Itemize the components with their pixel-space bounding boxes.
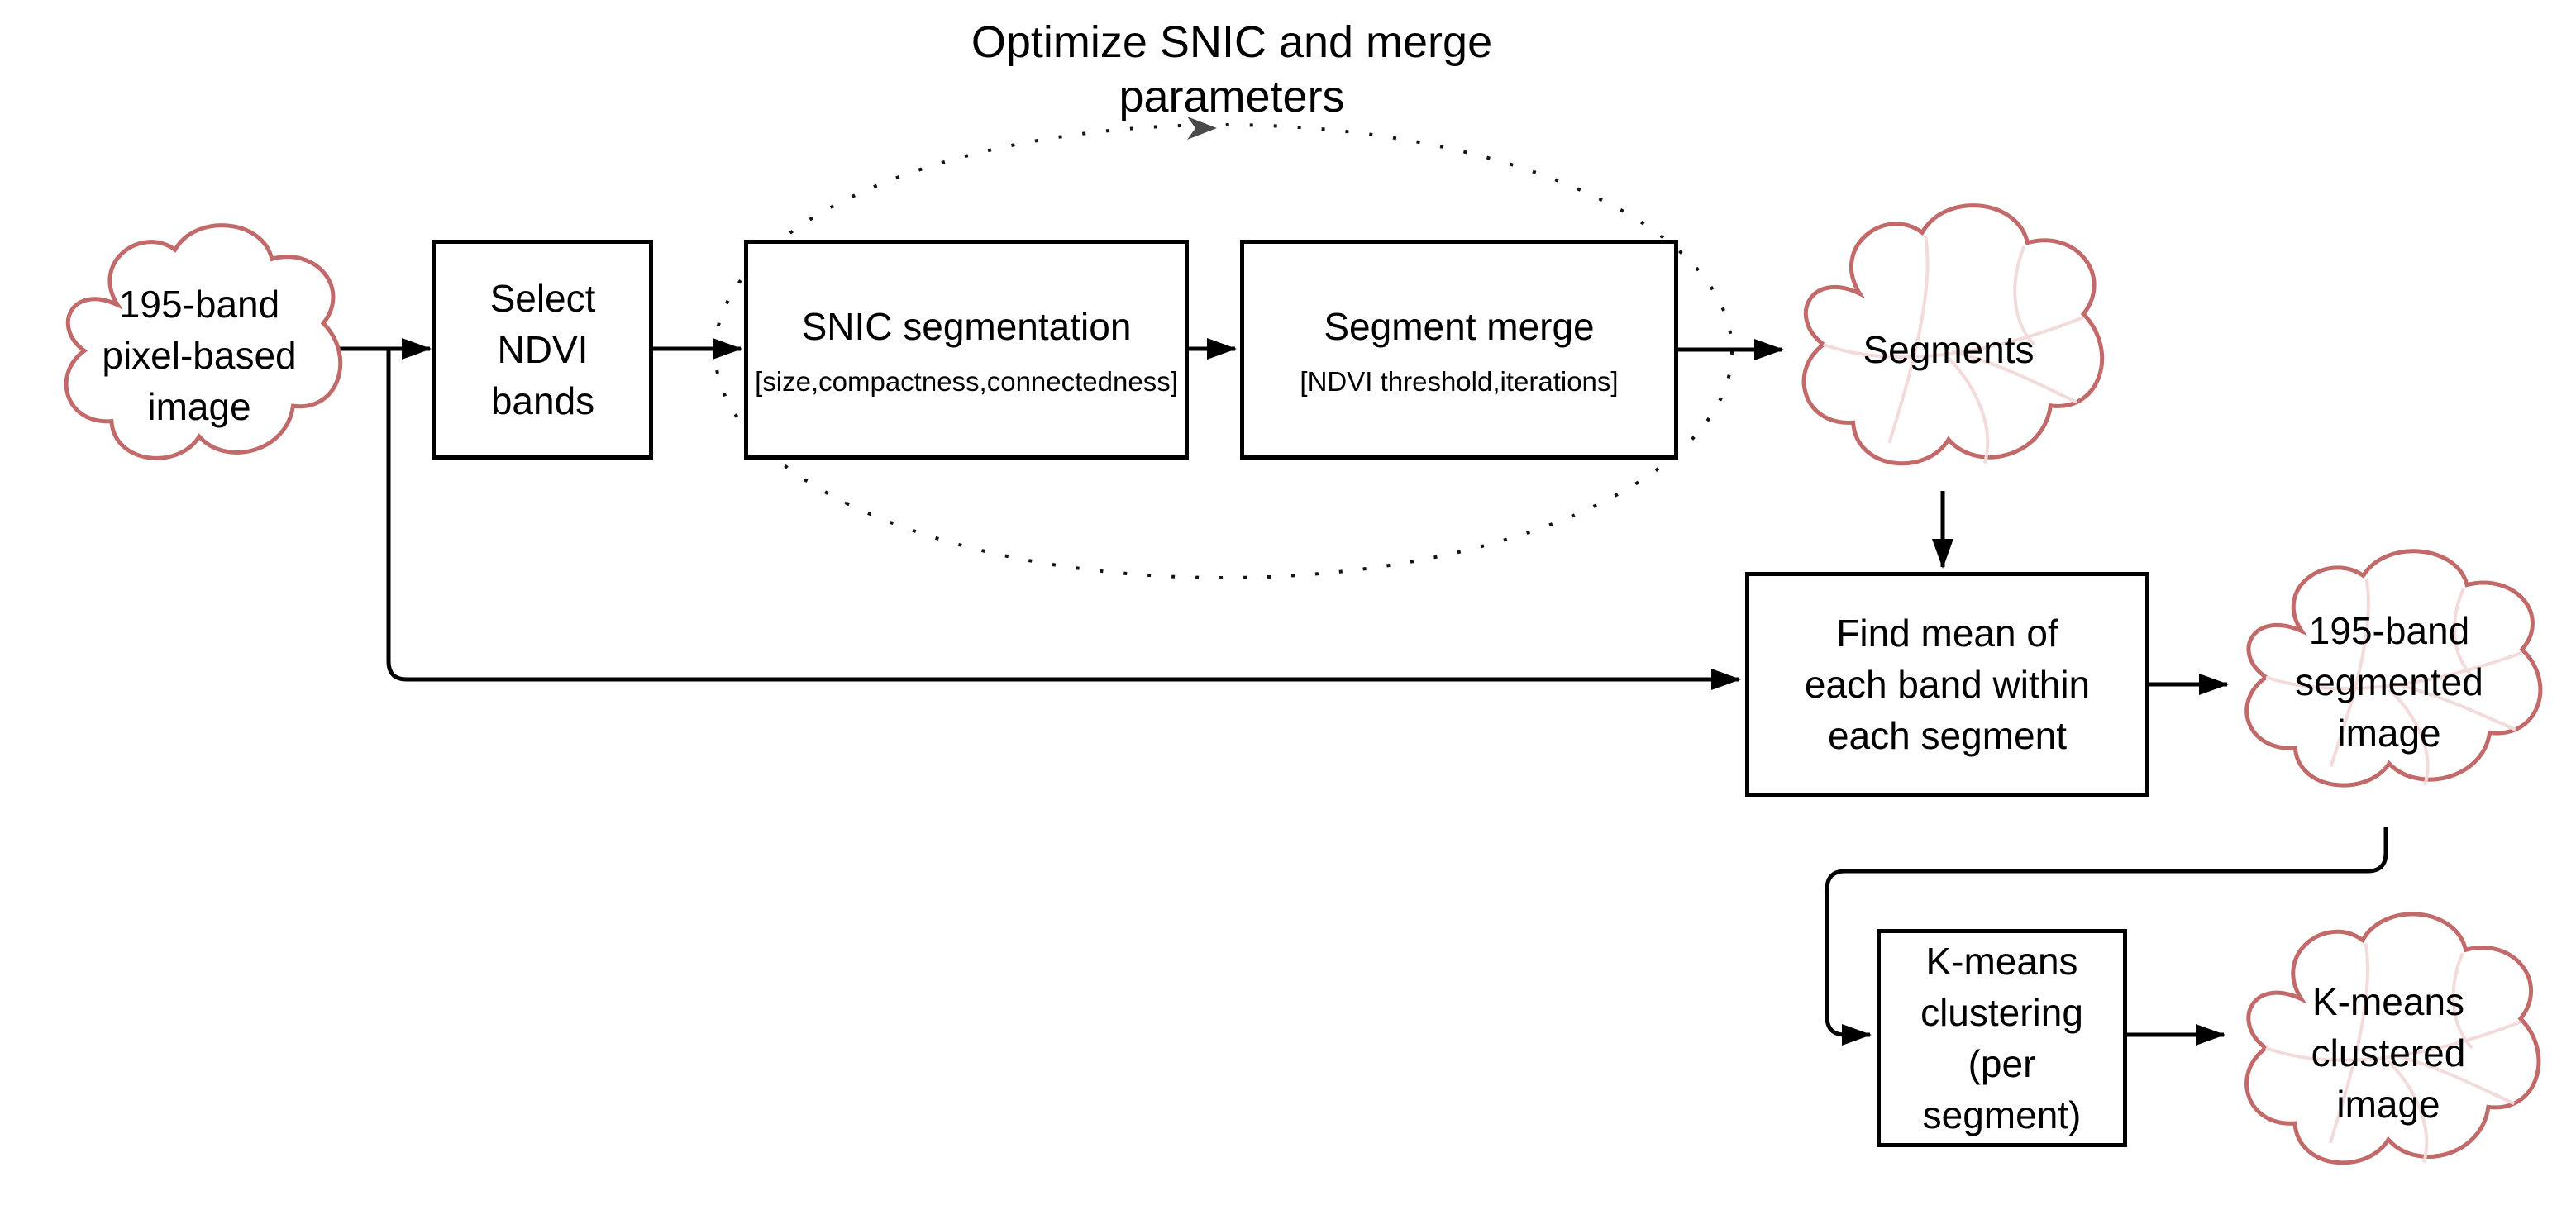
node-input-cloud: 195-band pixel-based image	[48, 210, 351, 501]
segments-cloud-label: Segments	[1863, 328, 2035, 371]
node-segment-merge: Segment merge [NDVI threshold,iterations…	[1240, 240, 1678, 460]
input-cloud-label: 195-band pixel-based image	[102, 283, 297, 428]
node-clustered-image-cloud: K-means clustered image	[2227, 898, 2550, 1208]
select-ndvi-label: Select NDVI bands	[489, 277, 596, 422]
cloud-icon	[48, 210, 351, 501]
snic-title: SNIC segmentation	[801, 305, 1132, 348]
segmented-cloud-icon	[2227, 898, 2550, 1208]
node-kmeans-clustering: K-means clustering (per segment)	[1877, 929, 2127, 1147]
find-mean-label: Find mean of each band within each segme…	[1804, 612, 2091, 757]
merge-params: [NDVI threshold,iterations]	[1300, 366, 1619, 397]
merge-title: Segment merge	[1324, 305, 1595, 348]
loop-arrowhead-icon	[1187, 117, 1217, 140]
node-segmented-image-cloud: 195-band segmented image	[2227, 536, 2551, 828]
segmented-image-label: 195-band segmented image	[2295, 609, 2483, 755]
arrow-segmented-to-kmeans	[1825, 827, 2388, 1046]
node-segments-cloud: Segments	[1784, 188, 2113, 511]
segmented-cloud-icon	[1784, 188, 2113, 511]
snic-params: [size,compactness,connectedness]	[755, 366, 1178, 397]
clustered-image-label: K-means clustered image	[2311, 980, 2466, 1126]
segmented-cloud-icon	[2227, 536, 2551, 828]
node-snic-segmentation: SNIC segmentation [size,compactness,conn…	[744, 240, 1189, 460]
kmeans-label: K-means clustering (per segment)	[1920, 940, 2083, 1136]
node-find-mean: Find mean of each band within each segme…	[1745, 572, 2149, 797]
arrow-input-to-findmean	[386, 349, 1741, 690]
node-select-ndvi-bands: Select NDVI bands	[432, 240, 653, 460]
loop-label: Optimize SNIC and merge parameters	[971, 17, 1493, 121]
